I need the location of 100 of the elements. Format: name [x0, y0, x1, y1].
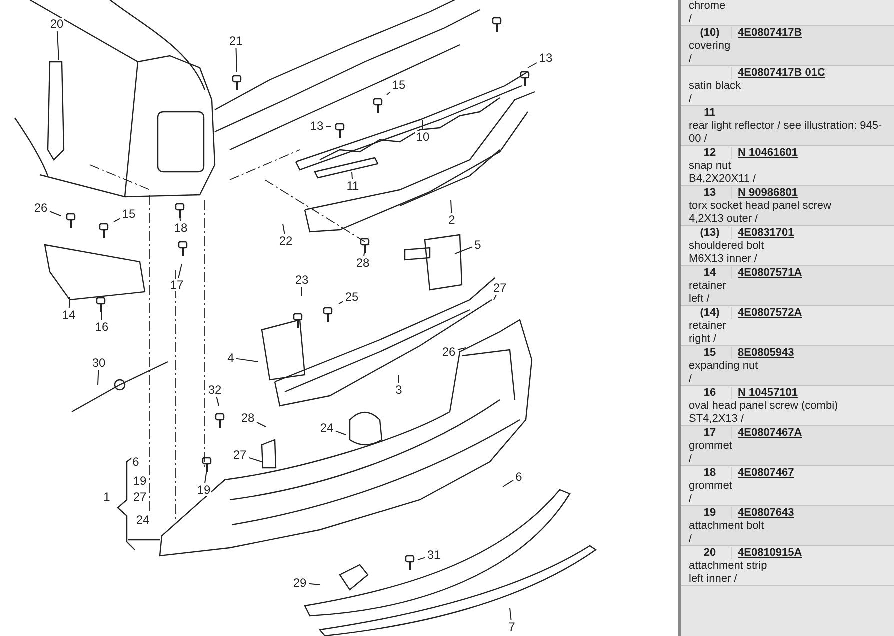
callout-number: 15	[121, 208, 137, 220]
part-description: attachment strip	[689, 560, 768, 572]
callout-number: 13	[538, 52, 554, 64]
leader-line	[364, 250, 366, 256]
leader-line	[114, 218, 120, 222]
position-number: 17	[702, 427, 718, 439]
part-description: ST4,2X13 /	[689, 412, 746, 425]
part-description: right /	[689, 332, 718, 345]
callout-number: 19	[132, 475, 148, 487]
part-description: /	[689, 452, 694, 465]
callout-number: 7	[508, 621, 516, 633]
callout-number: 24	[135, 514, 151, 526]
callout-number: 26	[441, 346, 457, 358]
callout-number: 3	[394, 384, 404, 396]
part-number-link: 4E0807467A	[731, 427, 802, 439]
position-number: (13)	[699, 227, 721, 239]
part-number-link: N 10461601	[731, 147, 798, 159]
part-description: /	[689, 12, 694, 25]
part-number-link: N 90986801	[731, 187, 798, 199]
leader-line	[248, 457, 262, 462]
leader-line	[236, 358, 258, 362]
part-description: /	[689, 52, 694, 65]
part-description: oval head panel screw (combi)	[689, 400, 840, 412]
leader-line	[458, 348, 466, 350]
callout-number: 24	[319, 422, 335, 434]
leader-line	[454, 246, 473, 254]
leader-line	[336, 430, 346, 436]
position-number: 19	[702, 507, 718, 519]
part-number-link: 4E0807572A	[731, 307, 802, 319]
callout-number: 1	[102, 491, 112, 503]
leader-line	[326, 126, 332, 128]
position-number: 15	[702, 347, 718, 359]
callout-number: 6	[514, 471, 524, 483]
callout-number: 15	[391, 79, 407, 91]
part-description: left /	[689, 292, 711, 305]
part-description: rear light reflector / see illustration: 945-00 /	[689, 120, 884, 145]
leader-line	[418, 557, 426, 560]
leader-line	[338, 301, 344, 304]
part-description: B4,2X20X11 /	[689, 172, 758, 185]
leader-line	[528, 62, 538, 68]
leader-line	[352, 172, 353, 180]
part-description: torx socket head panel screw	[689, 200, 832, 212]
leader-line	[56, 30, 60, 60]
part-number-link: N 10457101	[731, 387, 798, 399]
part-description: /	[689, 532, 694, 545]
callout-number: 30	[91, 357, 107, 369]
leader-line	[178, 264, 182, 278]
part-description: 4,2X13 outer /	[689, 212, 760, 225]
callout-number: 28	[355, 257, 371, 269]
callout-number: 19	[196, 484, 212, 496]
leader-line	[502, 480, 514, 488]
part-description: covering	[689, 40, 732, 52]
position-number: 13	[702, 187, 718, 199]
part-description: M6X13 inner /	[689, 252, 758, 265]
callout-number: 27	[492, 282, 508, 294]
callout-number: 28	[240, 412, 256, 424]
position-number: 20	[702, 547, 718, 559]
part-number-link: 4E0807467	[731, 467, 794, 479]
position-number: (14)	[699, 307, 721, 319]
callout-number: 16	[94, 321, 110, 333]
callout-number: 6	[132, 456, 140, 468]
part-number-link: 4E0831701	[731, 227, 794, 239]
part-description: retainer	[689, 320, 728, 332]
part-number-link: 4E0807643	[731, 507, 794, 519]
leader-line	[216, 396, 220, 406]
callout-number: 17	[169, 279, 185, 291]
callout-number: 20	[49, 18, 65, 30]
part-number-link: 4E0807417B	[731, 27, 802, 39]
position-number: 16	[702, 387, 718, 399]
part-description: /	[689, 372, 694, 385]
callout-number: 11	[346, 180, 360, 192]
part-description: chrome	[689, 0, 727, 12]
callout-number: 2	[448, 214, 456, 226]
leader-line	[50, 211, 62, 216]
leader-line	[450, 200, 452, 214]
part-description: shouldered bolt	[689, 240, 766, 252]
callout-number: 29	[292, 577, 308, 589]
leader-line	[386, 92, 392, 96]
part-description: /	[689, 92, 694, 105]
part-description: grommet	[689, 440, 734, 452]
callout-number: 13	[309, 120, 325, 132]
callout-number: 14	[61, 309, 77, 321]
part-description: retainer	[689, 280, 728, 292]
leader-line	[282, 224, 286, 234]
position-number: (10)	[699, 27, 721, 39]
leader-line	[422, 120, 424, 130]
callout-number: 25	[344, 291, 360, 303]
part-number-link: 4E0807417B 01C	[731, 67, 826, 79]
part-description: /	[689, 492, 694, 505]
leader-line	[98, 370, 100, 386]
callout-number: 22	[278, 235, 294, 247]
part-description: grommet	[689, 480, 734, 492]
leader-line	[256, 422, 266, 428]
part-number-link: 4E0807571A	[731, 267, 802, 279]
part-description: left inner /	[689, 572, 738, 585]
position-number: 14	[702, 267, 718, 279]
callout-number: 27	[132, 491, 148, 503]
part-description: attachment bolt	[689, 520, 766, 532]
callout-number: 5	[474, 239, 482, 251]
leader-line	[236, 48, 238, 72]
